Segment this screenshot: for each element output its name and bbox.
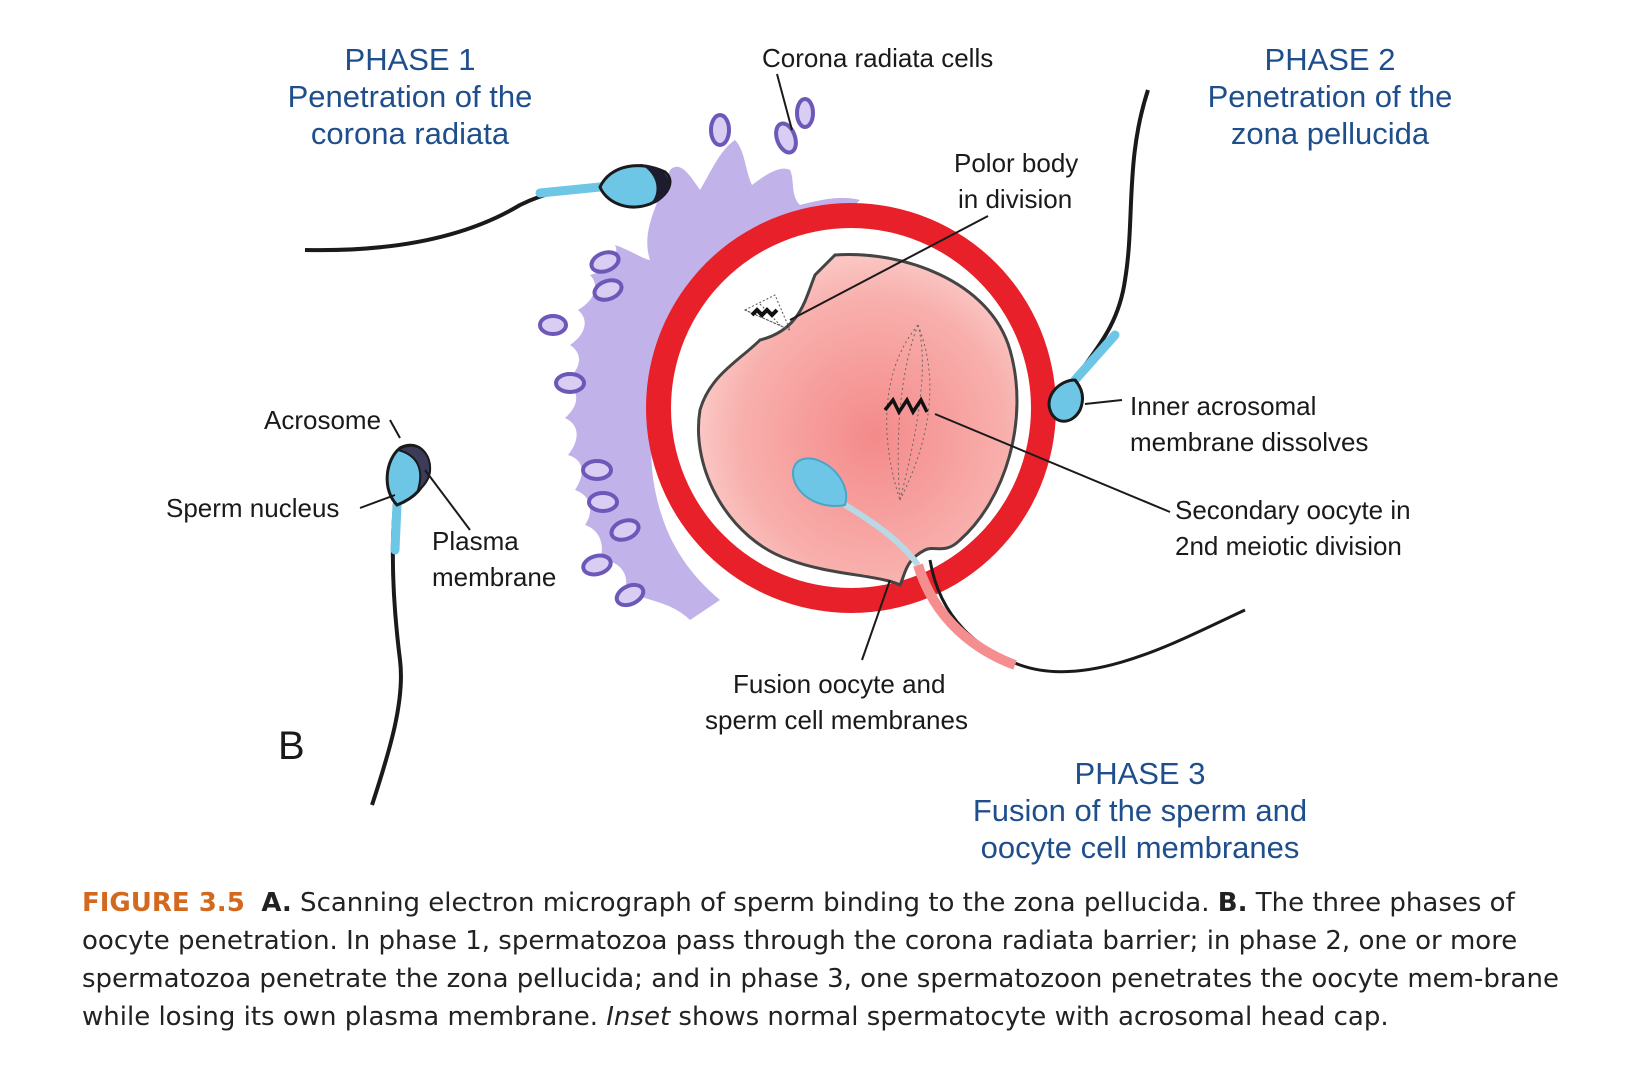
corona-cell bbox=[587, 491, 619, 513]
leader-lines bbox=[359, 73, 1171, 661]
sperm-midpiece bbox=[535, 182, 605, 198]
label-secondary-oocyte-2: 2nd meiotic division bbox=[1175, 531, 1402, 561]
label-plasma-membrane-1: Plasma bbox=[432, 526, 519, 556]
panel-letter: B bbox=[278, 724, 305, 768]
oocyte-penetration-diagram bbox=[304, 73, 1246, 806]
leader-fusion bbox=[861, 579, 891, 661]
corona-cell bbox=[709, 113, 731, 147]
corona-cell bbox=[774, 121, 798, 155]
corona-cell bbox=[581, 459, 613, 481]
sperm-head bbox=[791, 457, 848, 507]
sperm-midpiece bbox=[390, 500, 402, 555]
phase1-line2: corona radiata bbox=[310, 116, 510, 151]
caption-inset-text: shows normal spermatocyte with acrosomal… bbox=[670, 1002, 1389, 1032]
sperm-tail bbox=[370, 504, 403, 806]
leader-inner-acrosomal bbox=[1084, 399, 1123, 405]
label-secondary-oocyte-1: Secondary oocyte in bbox=[1175, 495, 1411, 525]
phase2-title: PHASE 2 Penetration of the zona pellucid… bbox=[1190, 41, 1470, 152]
label-polar-body-1: Polor body bbox=[954, 148, 1079, 178]
phase3-line1: Fusion of the sperm and bbox=[972, 793, 1308, 828]
label-corona-radiata-cells: Corona radiata cells bbox=[762, 43, 994, 73]
caption-a-text: Scanning electron micrograph of sperm bi… bbox=[291, 888, 1218, 918]
leader-corona-cells bbox=[776, 73, 793, 131]
corona-cell bbox=[795, 97, 815, 129]
sperm-head bbox=[1047, 378, 1084, 423]
label-plasma-membrane-2: membrane bbox=[432, 562, 557, 592]
sperm-midpiece bbox=[843, 502, 921, 567]
sperm-tail-fused bbox=[928, 559, 1246, 674]
corona-radiata-layer bbox=[565, 140, 860, 620]
corona-cell bbox=[538, 314, 568, 336]
inset-sperm bbox=[370, 443, 432, 806]
sperm-phase1 bbox=[304, 164, 672, 253]
secondary-oocyte bbox=[697, 252, 1019, 588]
corona-cell bbox=[589, 250, 621, 274]
caption-inset-word: Inset bbox=[606, 1002, 671, 1032]
corona-cell bbox=[614, 582, 646, 608]
phase1-heading: PHASE 1 bbox=[344, 42, 476, 77]
phase3-heading: PHASE 3 bbox=[1074, 756, 1206, 791]
acrosome-cap bbox=[395, 444, 432, 492]
figure-number: FIGURE 3.5 bbox=[82, 888, 245, 918]
leader-polar-body bbox=[789, 215, 989, 321]
label-polar-body-2: in division bbox=[958, 184, 1073, 214]
caption-a-label: A. bbox=[261, 888, 292, 918]
corona-cell bbox=[592, 278, 624, 302]
acrosome-cap bbox=[640, 164, 670, 205]
label-inner-acrosomal-2: membrane dissolves bbox=[1130, 427, 1369, 457]
meiotic-spindle bbox=[886, 324, 931, 501]
corona-radiata-cells bbox=[538, 97, 815, 608]
corona-radiata-fringe bbox=[565, 140, 860, 620]
phase1-line1: Penetration of the bbox=[287, 79, 533, 114]
phase2-line2: zona pellucida bbox=[1230, 116, 1430, 151]
meiotic-chromosomes bbox=[883, 396, 929, 416]
phase2-line1: Penetration of the bbox=[1207, 79, 1453, 114]
sperm-phase2 bbox=[1047, 89, 1150, 423]
phase3-line2: oocyte cell membranes bbox=[980, 830, 1300, 865]
caption-b-text: The three phases of oocyte penetration. … bbox=[82, 888, 1559, 1032]
sperm-midpiece bbox=[1070, 330, 1120, 385]
sperm-plasma-membrane-trail bbox=[913, 563, 1017, 670]
corona-cell bbox=[609, 518, 641, 542]
leader-secondary-oocyte bbox=[934, 413, 1171, 513]
corona-cell bbox=[581, 553, 613, 577]
label-acrosome: Acrosome bbox=[264, 405, 382, 435]
label-sperm-nucleus: Sperm nucleus bbox=[166, 493, 340, 523]
leader-plasma-membrane bbox=[424, 469, 471, 531]
phase2-heading: PHASE 2 bbox=[1264, 42, 1396, 77]
label-inner-acrosomal-1: Inner acrosomal bbox=[1130, 391, 1317, 421]
corona-cell bbox=[554, 372, 586, 394]
sperm-phase3 bbox=[791, 457, 1246, 674]
phase1-title: PHASE 1 Penetration of the corona radiat… bbox=[270, 41, 550, 152]
leader-sperm-nucleus bbox=[359, 494, 396, 509]
label-fusion-2: sperm cell membranes bbox=[705, 705, 968, 735]
phase3-title: PHASE 3 Fusion of the sperm and oocyte c… bbox=[960, 755, 1320, 866]
leader-acrosome bbox=[389, 419, 401, 439]
label-fusion-1: Fusion oocyte and bbox=[733, 669, 946, 699]
figure-caption: FIGURE 3.5 A. Scanning electron microgra… bbox=[82, 884, 1572, 1036]
polar-body-chromosomes bbox=[750, 307, 779, 318]
caption-b-label: B. bbox=[1217, 888, 1248, 918]
